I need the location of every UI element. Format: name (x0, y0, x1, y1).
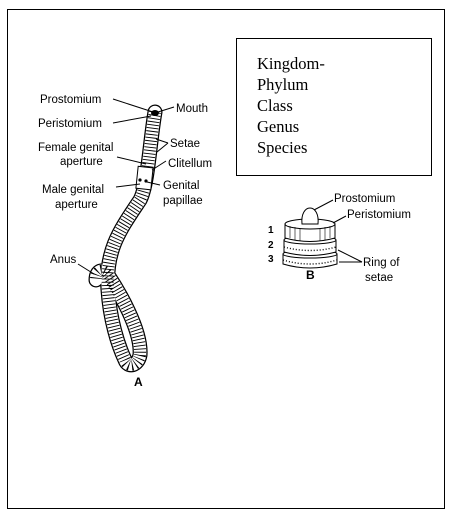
label-prostomium: Prostomium (40, 94, 101, 106)
label-female-genital-line2: aperture (60, 156, 103, 168)
label-b-ring-of-setae-line1: Ring of (363, 257, 400, 269)
label-genital-papillae-line1: Genital (163, 180, 199, 192)
label-b-ring-of-setae-line2: setae (365, 272, 393, 284)
label-clitellum: Clitellum (168, 158, 212, 170)
anterior-segments-drawing (283, 208, 337, 268)
head-tip (151, 110, 159, 116)
label-male-genital-line1: Male genital (42, 184, 104, 196)
earthworm-diagram: Prostomium Mouth Peristomium Setae Femal… (0, 0, 454, 492)
caption-b: B (306, 268, 315, 282)
label-b-peristomium: Peristomium (347, 209, 411, 221)
caption-a: A (134, 375, 143, 389)
label-genital-papillae-line2: papillae (163, 195, 203, 207)
label-anus: Anus (50, 254, 76, 266)
label-setae: Setae (170, 138, 200, 150)
segment-number-2: 2 (268, 240, 274, 251)
segment-number-3: 3 (268, 254, 274, 265)
label-peristomium: Peristomium (38, 118, 102, 130)
segment-number-1: 1 (268, 225, 274, 236)
papilla-dot (138, 178, 141, 181)
label-mouth: Mouth (176, 103, 208, 115)
label-female-genital-line1: Female genital (38, 142, 113, 154)
label-b-prostomium: Prostomium (334, 193, 395, 205)
clitellum-band (136, 166, 153, 189)
label-male-genital-line2: aperture (55, 199, 98, 211)
